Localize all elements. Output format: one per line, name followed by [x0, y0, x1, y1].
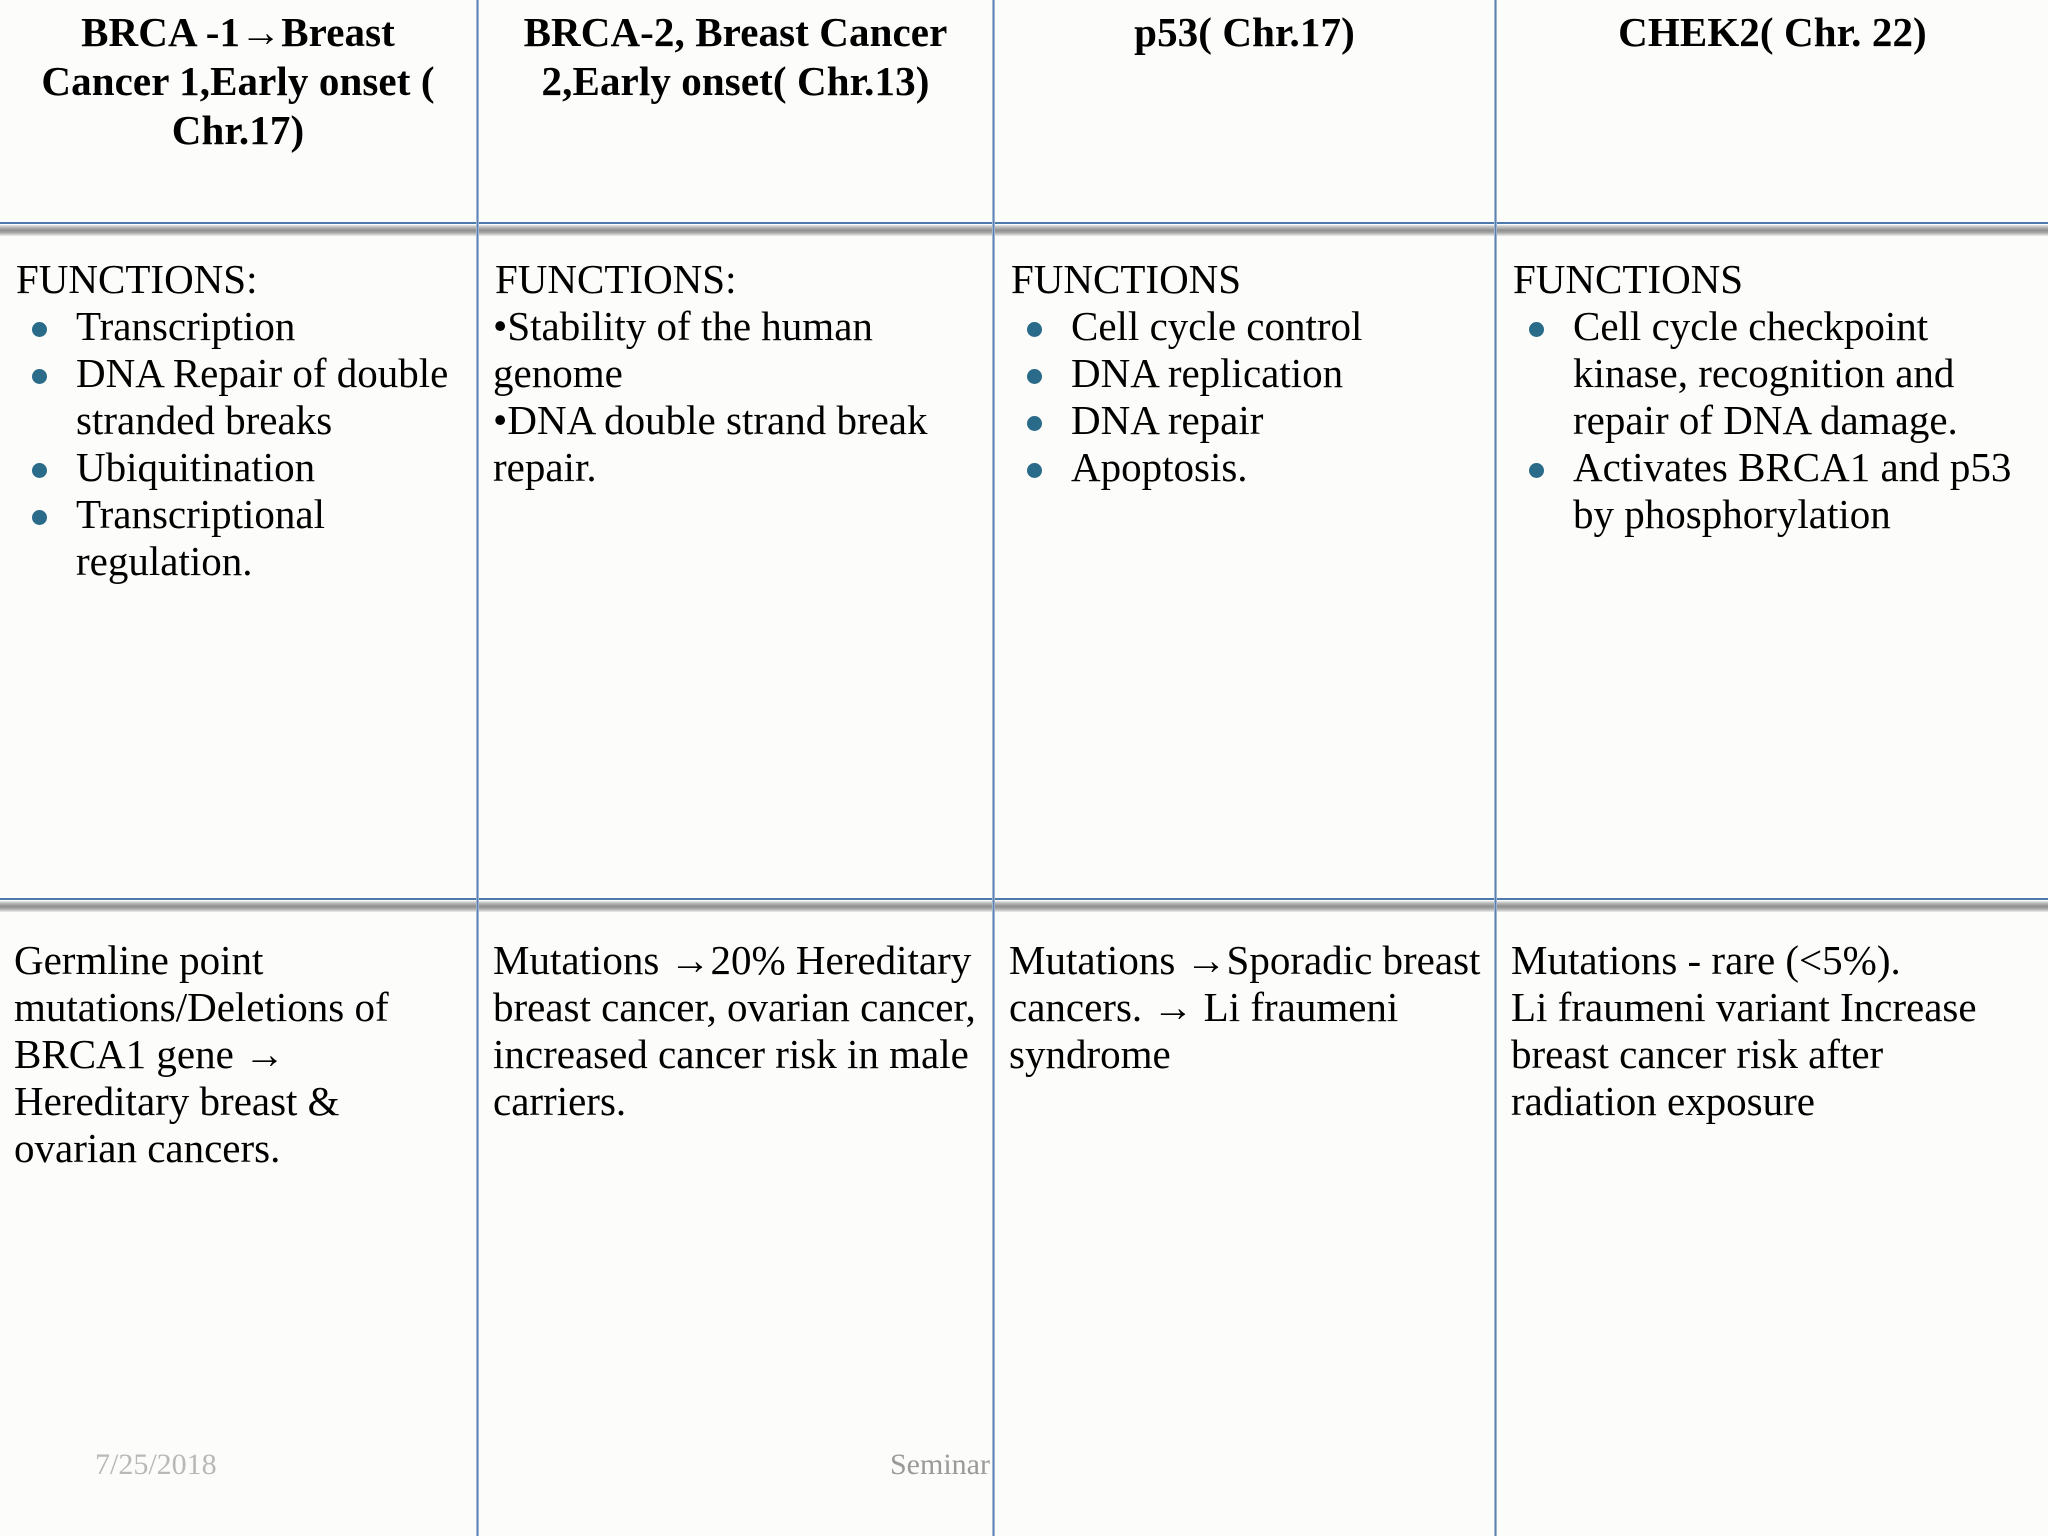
list-item: Apoptosis. — [1009, 444, 1484, 491]
functions-list-chek2: Cell cycle checkpoint kinase, recognitio… — [1511, 303, 2038, 538]
list-item: Transcriptional regulation. — [14, 491, 466, 585]
mutations-cell-brca1: Germline point mutations/Deletions of BR… — [0, 915, 476, 1475]
separator-band — [0, 225, 2048, 236]
mutations-text: Mutations →20% Hereditary breast cancer,… — [493, 937, 976, 1124]
list-item: DNA replication — [1009, 350, 1484, 397]
table-header-cell-p53: p53( Chr.17) — [995, 0, 1494, 222]
column-header-label: BRCA-2, Breast Cancer 2,Early onset( Chr… — [523, 9, 948, 104]
mutations-cell-p53: Mutations →Sporadic breast cancers. → Li… — [995, 915, 1494, 1475]
column-header-label: CHEK2( Chr. 22) — [1618, 9, 1927, 55]
separator-band — [0, 901, 2048, 912]
list-item: DNA repair — [1009, 397, 1484, 444]
functions-heading: FUNCTIONS: — [16, 256, 258, 302]
table-header-cell-chek2: CHEK2( Chr. 22) — [1497, 0, 2048, 222]
footer-date: 7/25/2018 — [95, 1448, 217, 1481]
mutations-cell-brca2: Mutations →20% Hereditary breast cancer,… — [479, 915, 992, 1475]
functions-cell-brca2: FUNCTIONS: •Stability of the human genom… — [479, 238, 992, 898]
mutations-text: Mutations - rare (<5%). Li fraumeni vari… — [1511, 937, 1977, 1124]
separator-hairline — [0, 898, 2048, 900]
list-item: Ubiquitination — [14, 444, 466, 491]
column-divider-3 — [1494, 0, 1497, 1536]
table-header-cell-brca2: BRCA-2, Breast Cancer 2,Early onset( Chr… — [479, 0, 992, 222]
functions-heading: FUNCTIONS — [1011, 256, 1242, 302]
separator-hairline — [0, 222, 2048, 224]
functions-cell-p53: FUNCTIONS Cell cycle control DNA replica… — [995, 238, 1494, 898]
functions-cell-brca1: FUNCTIONS: Transcription DNA Repair of d… — [0, 238, 476, 898]
functions-list-brca1: Transcription DNA Repair of double stran… — [14, 303, 466, 585]
list-item: Activates BRCA1 and p53 by phosphorylati… — [1511, 444, 2038, 538]
list-item: Cell cycle control — [1009, 303, 1484, 350]
footer-label: Seminar — [890, 1448, 990, 1481]
list-item: Cell cycle checkpoint kinase, recognitio… — [1511, 303, 2038, 444]
list-item: •Stability of the human genome — [493, 303, 873, 396]
mutations-text: Mutations →Sporadic breast cancers. → Li… — [1009, 937, 1481, 1077]
functions-heading: FUNCTIONS — [1513, 256, 1744, 302]
column-divider-2 — [992, 0, 995, 1536]
mutations-cell-chek2: Mutations - rare (<5%). Li fraumeni vari… — [1497, 915, 2048, 1475]
functions-list-p53: Cell cycle control DNA replication DNA r… — [1009, 303, 1484, 491]
functions-cell-chek2: FUNCTIONS Cell cycle checkpoint kinase, … — [1497, 238, 2048, 898]
column-divider-1 — [476, 0, 479, 1536]
list-item: DNA Repair of double stranded breaks — [14, 350, 466, 444]
list-item: Transcription — [14, 303, 466, 350]
column-header-label: BRCA -1→Breast Cancer 1,Early onset ( Ch… — [41, 9, 435, 153]
list-item: •DNA double strand break repair. — [493, 397, 928, 490]
functions-heading: FUNCTIONS: — [495, 256, 737, 302]
table-header-cell-brca1: BRCA -1→Breast Cancer 1,Early onset ( Ch… — [0, 0, 476, 222]
column-header-label: p53( Chr.17) — [1134, 9, 1355, 55]
mutations-text: Germline point mutations/Deletions of BR… — [14, 937, 389, 1171]
